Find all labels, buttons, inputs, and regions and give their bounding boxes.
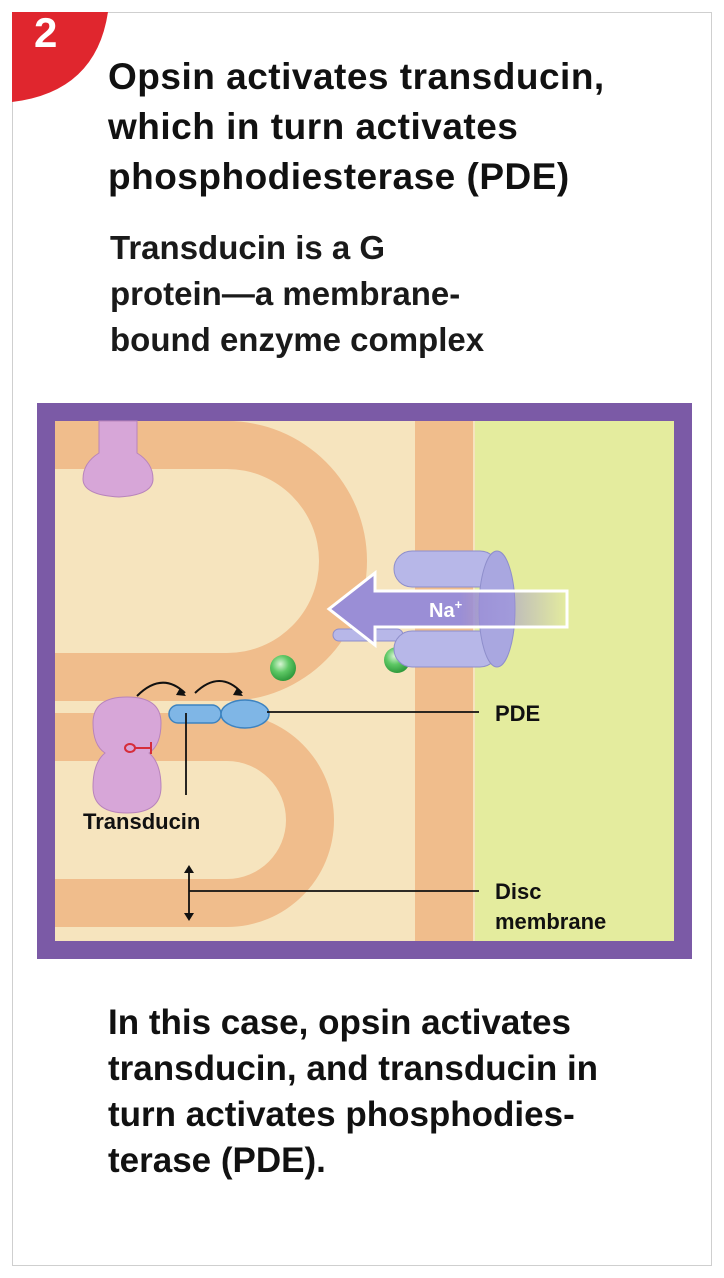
activation-arrowhead-1 <box>176 688 186 696</box>
title-line-2: which in turn activates <box>108 106 519 147</box>
pde-shape <box>220 699 270 729</box>
caption-line-3-text: turn activates <box>108 1095 346 1134</box>
subtitle-line-1: Transducin is a G <box>110 229 386 266</box>
title-line-1: Opsin activates transducin, <box>108 56 605 97</box>
caption: In this case, opsin activates transducin… <box>108 1000 688 1184</box>
transducin-shape <box>168 704 222 724</box>
step-number: 2 <box>34 9 58 56</box>
opsin-lower <box>92 696 162 814</box>
plasma-membrane <box>415 421 473 941</box>
retinal-icon <box>124 742 152 754</box>
phototransduction-diagram: Na+ PDE Transducin Disc membrane <box>37 403 692 959</box>
caption-term-pde-part-1: phosphodies- <box>345 1095 575 1134</box>
subtitle-line-2: protein—a membrane- <box>110 275 461 312</box>
page-title: Opsin activates transducin, which in tur… <box>108 52 708 202</box>
caption-term-pde-part-2: terase (PDE) <box>108 1141 317 1180</box>
pde-label: PDE <box>495 701 540 726</box>
caption-line-4-end: . <box>316 1141 326 1180</box>
caption-line-2: transducin, and transducin in <box>108 1049 599 1088</box>
transducin-label: Transducin <box>83 809 200 834</box>
disc-membrane-label: Disc membrane <box>495 879 606 934</box>
activation-arrow-2 <box>194 680 243 694</box>
step-badge: 2 <box>0 0 110 102</box>
disc-thickness-indicator <box>184 865 194 921</box>
caption-line-1: In this case, opsin activates <box>108 1003 571 1042</box>
lower-disc-membrane <box>55 713 334 927</box>
upper-disc-membrane <box>55 421 367 701</box>
sodium-flow-arrow <box>326 569 569 649</box>
extracellular-region <box>475 421 674 941</box>
sodium-channel <box>332 550 516 668</box>
subtitle-line-3: bound enzyme complex <box>110 321 485 358</box>
step-badge-shape <box>12 12 108 102</box>
title-line-3: phosphodiesterase (PDE) <box>108 156 570 197</box>
sodium-label: Na+ <box>429 597 463 622</box>
opsin-upper <box>82 420 154 498</box>
subtitle: Transducin is a G protein—a membrane- bo… <box>110 225 580 363</box>
activation-arrowhead-2 <box>233 688 243 696</box>
cgmp-molecule-1 <box>270 655 296 681</box>
